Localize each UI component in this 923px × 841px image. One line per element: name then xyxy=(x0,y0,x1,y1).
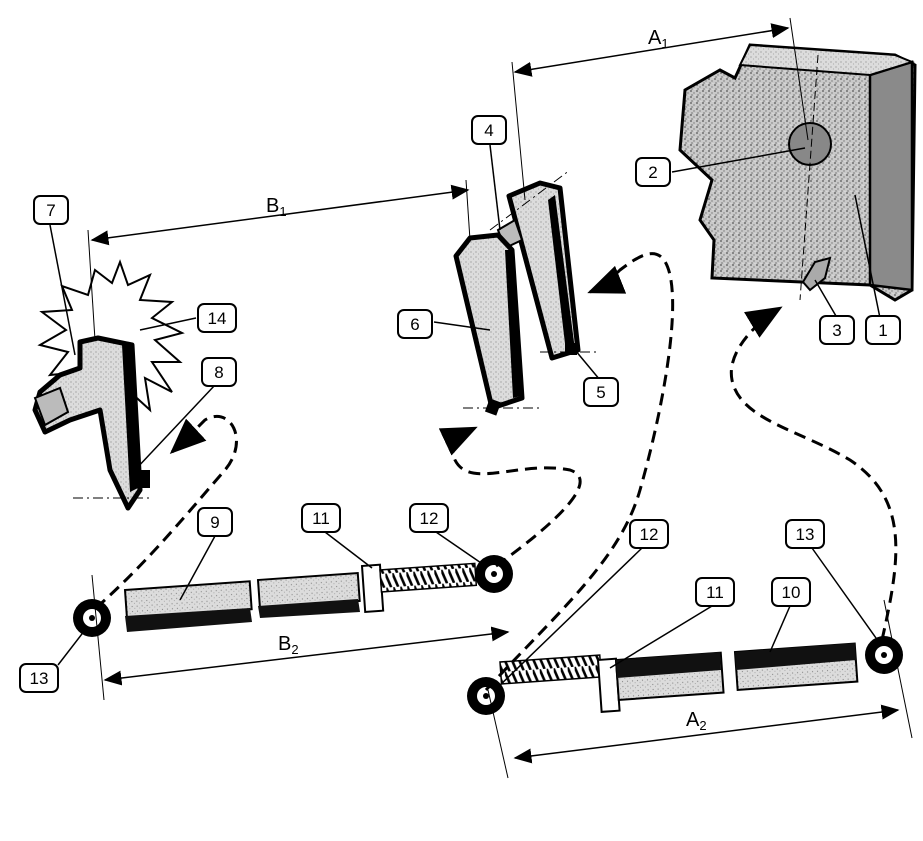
callout-9: 9 xyxy=(197,507,233,537)
motion-paths xyxy=(95,252,898,692)
svg-text:9: 9 xyxy=(210,513,219,532)
svg-text:A1: A1 xyxy=(648,27,669,51)
callout-6: 6 xyxy=(397,309,433,339)
svg-text:1: 1 xyxy=(878,321,887,340)
svg-text:7: 7 xyxy=(46,201,55,220)
svg-text:B2: B2 xyxy=(278,633,299,657)
callout-10: 10 xyxy=(771,577,811,607)
pivot-pin xyxy=(788,122,832,166)
svg-text:11: 11 xyxy=(312,509,330,528)
wall-block xyxy=(678,43,917,302)
svg-text:13: 13 xyxy=(30,669,49,688)
svg-text:11: 11 xyxy=(706,583,724,602)
lug xyxy=(801,256,832,292)
callout-13-left: 13 xyxy=(19,663,59,693)
callout-4: 4 xyxy=(471,115,507,145)
callout-11-left: 11 xyxy=(301,503,341,533)
callout-11-right: 11 xyxy=(695,577,735,607)
svg-text:8: 8 xyxy=(214,363,223,382)
svg-text:6: 6 xyxy=(410,315,419,334)
rod-right xyxy=(467,636,903,715)
impact-burst xyxy=(37,259,185,413)
svg-text:5: 5 xyxy=(596,383,605,402)
svg-text:10: 10 xyxy=(782,583,801,602)
callout-2: 2 xyxy=(635,157,671,187)
double-lever xyxy=(453,169,600,416)
dimension-label-a1: A1 xyxy=(648,27,669,51)
callout-1: 1 xyxy=(865,315,901,345)
svg-text:B1: B1 xyxy=(266,195,287,219)
callout-14: 14 xyxy=(197,303,237,333)
svg-text:12: 12 xyxy=(420,509,439,528)
dimension-label-a2: A2 xyxy=(686,709,707,733)
svg-text:14: 14 xyxy=(208,309,227,328)
striker-lever xyxy=(32,259,185,511)
callout-13-right: 13 xyxy=(785,519,825,549)
dimension-label-b2: B2 xyxy=(278,633,299,657)
svg-text:2: 2 xyxy=(648,163,657,182)
callout-5: 5 xyxy=(583,377,619,407)
callout-3: 3 xyxy=(819,315,855,345)
callout-8: 8 xyxy=(201,357,237,387)
dimension-lines xyxy=(87,17,913,779)
svg-text:13: 13 xyxy=(796,525,815,544)
svg-text:12: 12 xyxy=(640,525,659,544)
callout-12-right: 12 xyxy=(629,519,669,549)
svg-text:3: 3 xyxy=(832,321,841,340)
callout-12-left: 12 xyxy=(409,503,449,533)
callout-7: 7 xyxy=(33,195,69,225)
svg-text:A2: A2 xyxy=(686,709,707,733)
svg-text:4: 4 xyxy=(484,121,493,140)
leader-lines xyxy=(49,144,881,691)
dimension-label-b1: B1 xyxy=(266,195,287,219)
rod-left xyxy=(73,555,513,637)
